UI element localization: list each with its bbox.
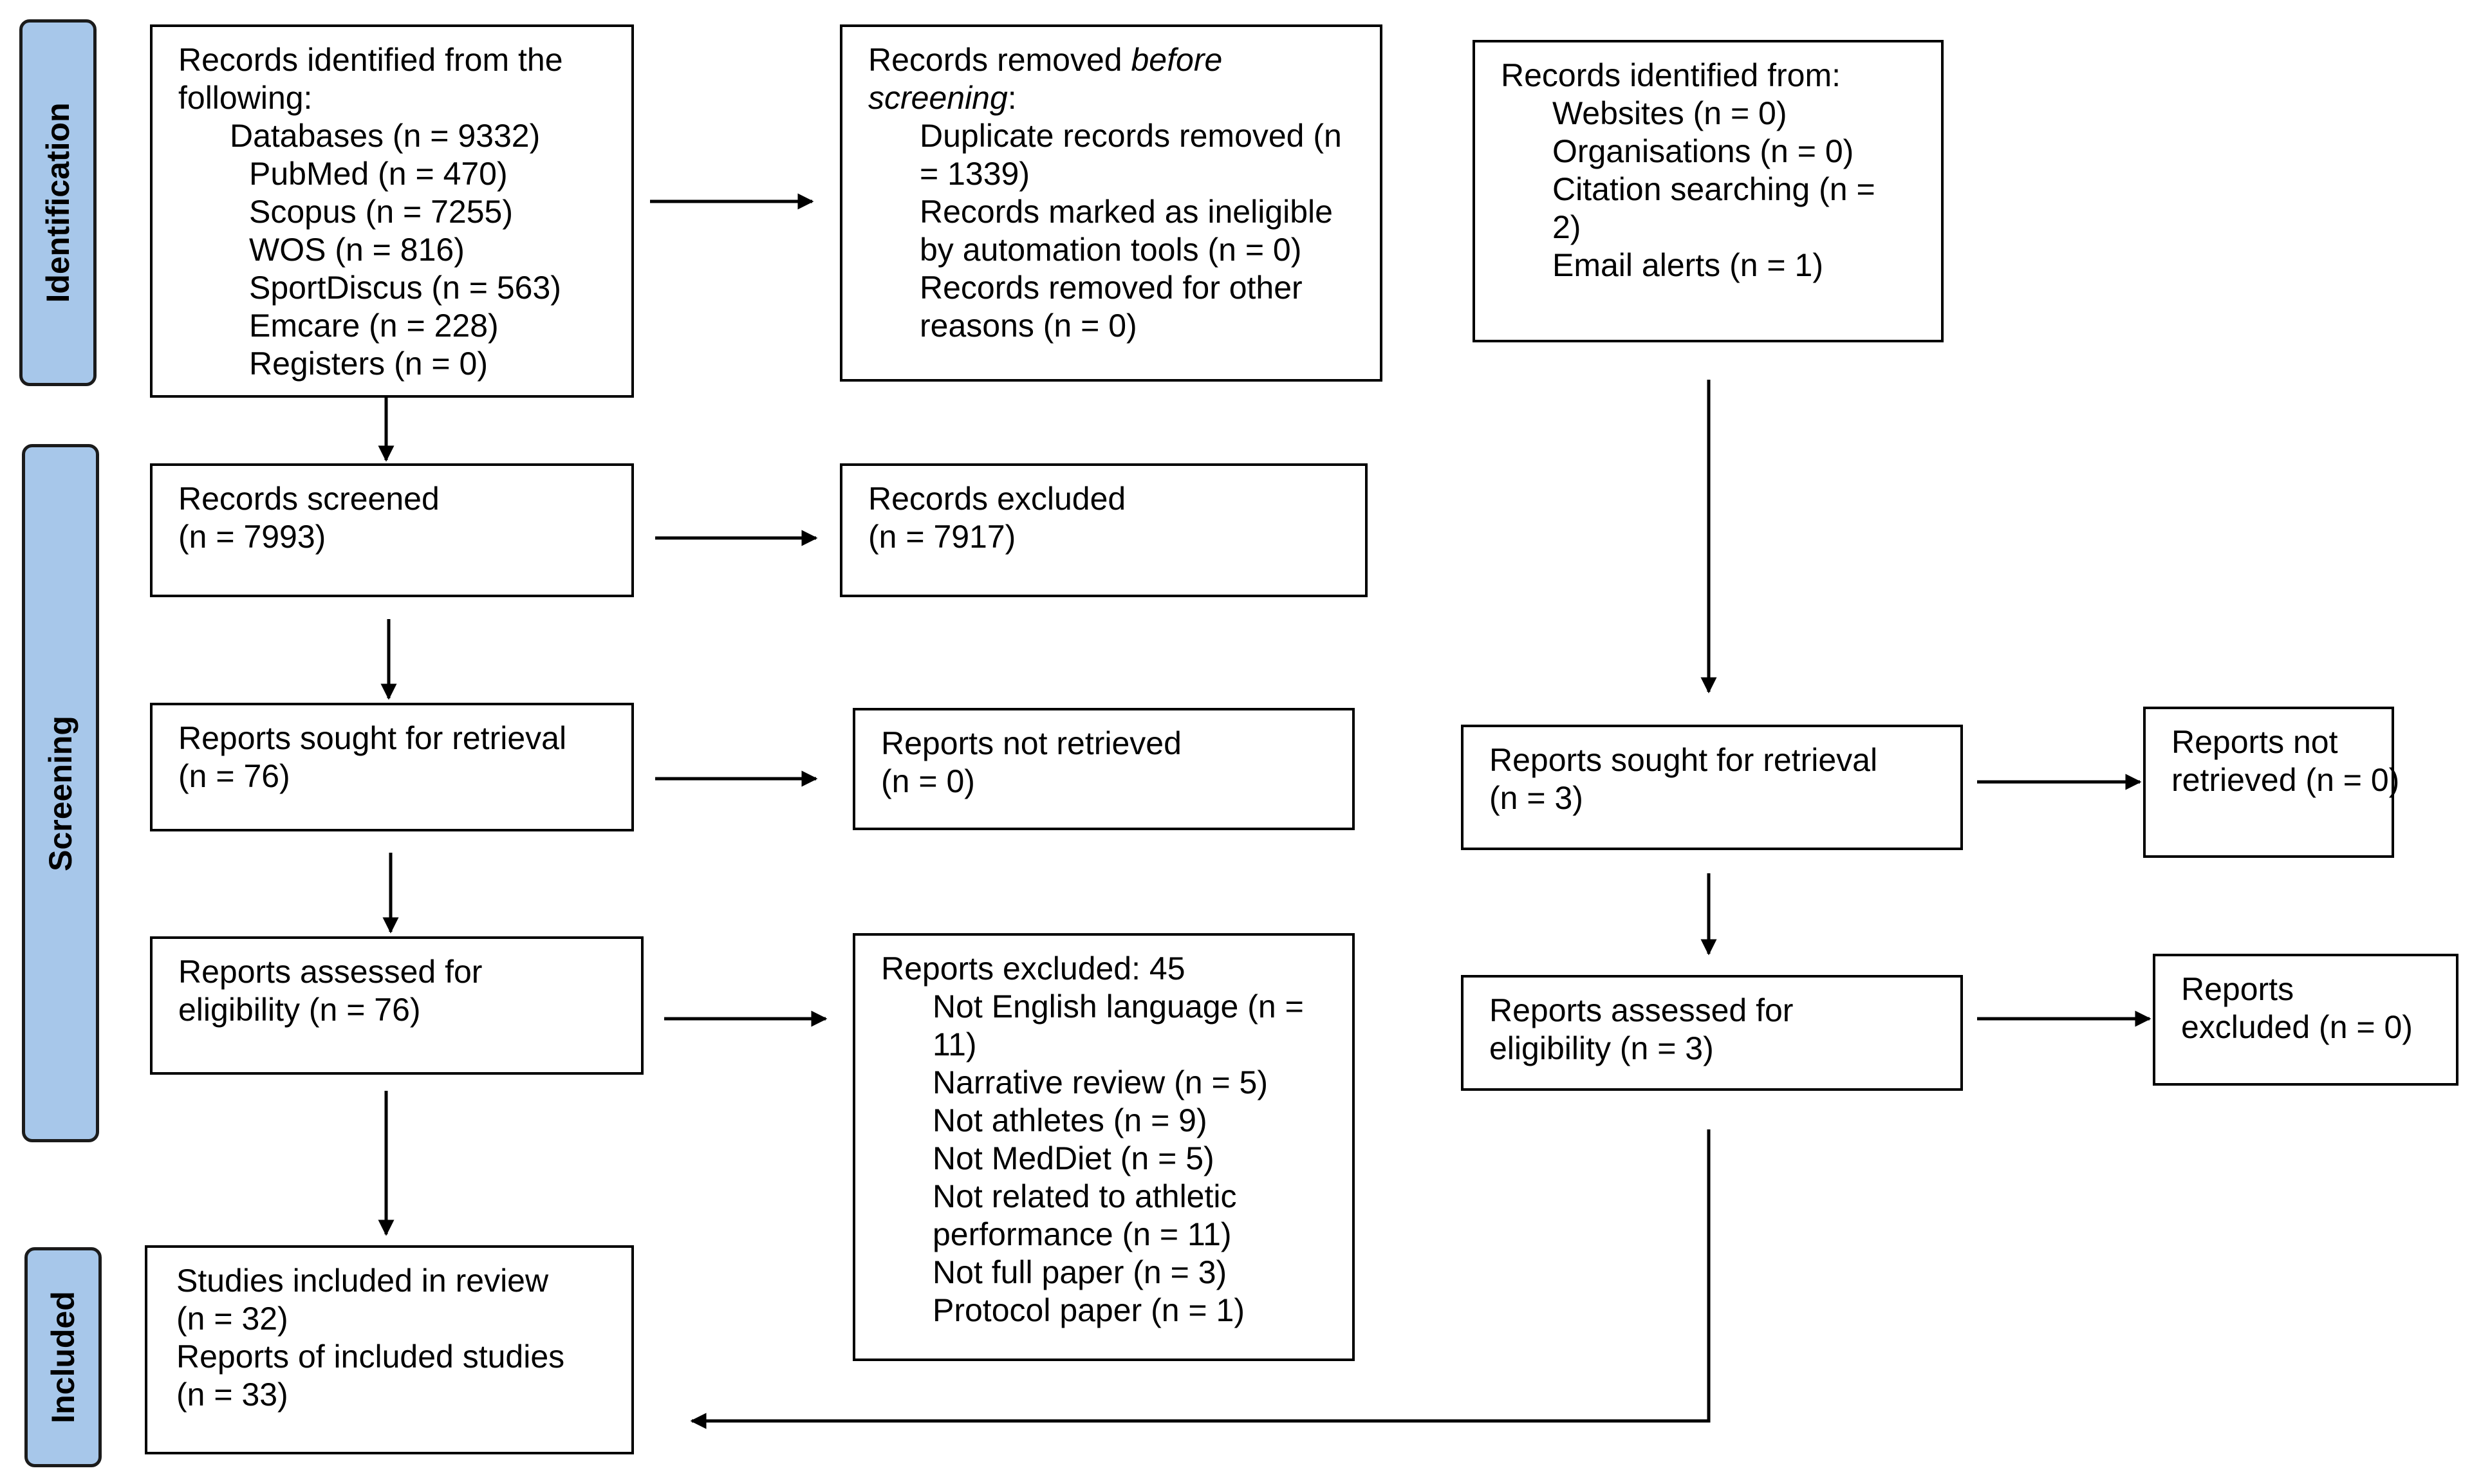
box-line: Records removed before xyxy=(868,41,1367,79)
box-line: Records removed for other xyxy=(920,270,1303,306)
box-line: Studies included in review xyxy=(176,1263,549,1299)
box-line: following: xyxy=(178,80,313,116)
phase-screening: Screening xyxy=(22,444,99,1142)
box-line: Reports of included studies xyxy=(176,1339,565,1375)
box-line: 11) xyxy=(933,1026,977,1062)
box-line: Not related to athletic xyxy=(933,1178,1237,1214)
records-excluded-box: Records excluded (n = 7917) xyxy=(840,463,1368,597)
box-line: Reports assessed for xyxy=(1489,992,1794,1028)
records-removed-box: Records removed before screening: Duplic… xyxy=(840,24,1382,382)
box-line: Not English language (n = xyxy=(933,988,1304,1025)
records-identified-other-box: Records identified from: Websites (n = 0… xyxy=(1473,40,1944,342)
box-line: Not full paper (n = 3) xyxy=(933,1254,1227,1290)
box-line: Records identified from: xyxy=(1501,57,1841,93)
box-line: reasons (n = 0) xyxy=(920,308,1137,344)
box-line: WOS (n = 816) xyxy=(249,232,465,268)
reports-sought-other-box: Reports sought for retrieval (n = 3) xyxy=(1461,725,1963,850)
box-line: Scopus (n = 7255) xyxy=(249,194,513,230)
box-line: Not MedDiet (n = 5) xyxy=(933,1140,1214,1176)
arrow-other-assessed-to-included xyxy=(690,1129,1711,1429)
reports-excluded-databases-box: Reports excluded: 45 Not English languag… xyxy=(853,933,1355,1361)
box-line: Protocol paper (n = 1) xyxy=(933,1292,1245,1328)
box-line: eligibility (n = 3) xyxy=(1489,1030,1714,1066)
phase-included: Included xyxy=(24,1247,102,1467)
box-line: (n = 76) xyxy=(178,758,290,794)
box-line: Reports not xyxy=(2171,724,2338,760)
box-line: excluded (n = 0) xyxy=(2181,1009,2413,1045)
box-line: Reports xyxy=(2181,971,2294,1007)
phase-identification: Identification xyxy=(19,19,97,386)
box-line: Websites (n = 0) xyxy=(1552,95,1787,131)
box-line: Organisations (n = 0) xyxy=(1552,133,1854,169)
box-line-emphasis: screening xyxy=(868,80,1008,116)
box-line: screening: xyxy=(868,79,1367,117)
box-line: Records screened xyxy=(178,481,440,517)
reports-excluded-other-box: Reports excluded (n = 0) xyxy=(2153,954,2458,1086)
box-line: Reports sought for retrieval xyxy=(178,720,567,756)
box-line: Email alerts (n = 1) xyxy=(1552,247,1823,283)
reports-not-retrieved-databases-box: Reports not retrieved (n = 0) xyxy=(853,708,1355,830)
box-line: Reports excluded: 45 xyxy=(881,951,1185,987)
box-line: Reports sought for retrieval xyxy=(1489,742,1878,778)
box-line: Databases (n = 9332) xyxy=(230,118,541,154)
box-line: (n = 7993) xyxy=(178,519,326,555)
box-line: (n = 32) xyxy=(176,1301,288,1337)
box-line: Not athletes (n = 9) xyxy=(933,1102,1207,1138)
box-line: by automation tools (n = 0) xyxy=(920,232,1302,268)
box-line: (n = 0) xyxy=(881,763,975,799)
box-line: Records marked as ineligible xyxy=(920,194,1333,230)
box-line: = 1339) xyxy=(920,156,1030,192)
box-line: (n = 7917) xyxy=(868,519,1016,555)
box-line: retrieved (n = 0) xyxy=(2171,762,2400,798)
box-line: Reports not retrieved xyxy=(881,725,1182,761)
box-line-emphasis: before xyxy=(1131,42,1223,78)
box-line: Citation searching (n = xyxy=(1552,171,1875,207)
reports-assessed-databases-box: Reports assessed for eligibility (n = 76… xyxy=(150,936,644,1075)
box-line-text: : xyxy=(1007,80,1017,116)
box-line: Registers (n = 0) xyxy=(249,346,488,382)
studies-included-box: Studies included in review (n = 32) Repo… xyxy=(145,1245,634,1454)
box-line: Records excluded xyxy=(868,481,1126,517)
records-identified-databases-box: Records identified from the following: D… xyxy=(150,24,634,398)
reports-assessed-other-box: Reports assessed for eligibility (n = 3) xyxy=(1461,975,1963,1091)
box-line: (n = 33) xyxy=(176,1377,288,1413)
records-screened-box: Records screened (n = 7993) xyxy=(150,463,634,597)
box-line: Reports assessed for xyxy=(178,954,483,990)
reports-not-retrieved-other-box: Reports not retrieved (n = 0) xyxy=(2143,707,2400,858)
box-line: Records identified from the xyxy=(178,42,563,78)
box-line: SportDiscus (n = 563) xyxy=(249,270,561,306)
box-line: (n = 3) xyxy=(1489,780,1583,816)
box-line: 2) xyxy=(1552,209,1581,245)
box-line: Emcare (n = 228) xyxy=(249,308,499,344)
box-line: Duplicate records removed (n xyxy=(920,118,1342,154)
box-line-text: Records removed xyxy=(868,42,1131,78)
box-line: Narrative review (n = 5) xyxy=(933,1064,1268,1100)
reports-sought-databases-box: Reports sought for retrieval (n = 76) xyxy=(150,703,634,831)
box-line: PubMed (n = 470) xyxy=(249,156,508,192)
box-line: eligibility (n = 76) xyxy=(178,992,421,1028)
box-line: performance (n = 11) xyxy=(933,1216,1232,1252)
